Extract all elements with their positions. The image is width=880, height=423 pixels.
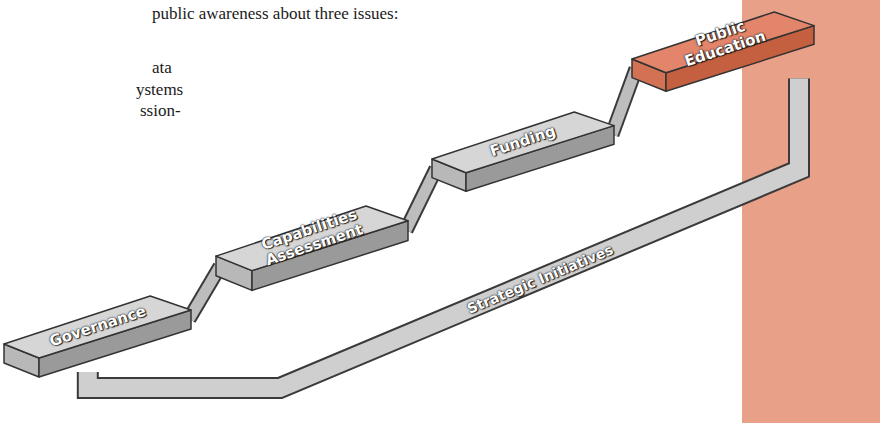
band-outline bbox=[88, 79, 799, 388]
band-fill bbox=[88, 79, 799, 388]
block-top bbox=[432, 112, 614, 173]
document-text: ystems bbox=[136, 80, 183, 100]
accent-panel bbox=[742, 0, 880, 423]
block-top bbox=[4, 296, 191, 358]
block-shape bbox=[0, 292, 195, 392]
block-top bbox=[632, 12, 814, 73]
document-text: public awareness about three issues: bbox=[152, 4, 398, 24]
process-block: Funding bbox=[428, 108, 618, 206]
process-block: Public Education bbox=[628, 8, 818, 106]
document-text: ata bbox=[152, 58, 172, 78]
connector-bar bbox=[612, 69, 636, 135]
block-shape bbox=[428, 108, 618, 206]
band-fill bbox=[612, 69, 636, 135]
process-block: Governance bbox=[0, 292, 195, 392]
connector-bar bbox=[88, 79, 799, 388]
band-outline bbox=[612, 69, 636, 135]
document-text: ssion- bbox=[140, 101, 181, 121]
process-block: Capabilities Assessment bbox=[212, 202, 412, 306]
connector-label: Strategic Initiatives bbox=[461, 240, 617, 318]
block-top bbox=[216, 206, 408, 271]
